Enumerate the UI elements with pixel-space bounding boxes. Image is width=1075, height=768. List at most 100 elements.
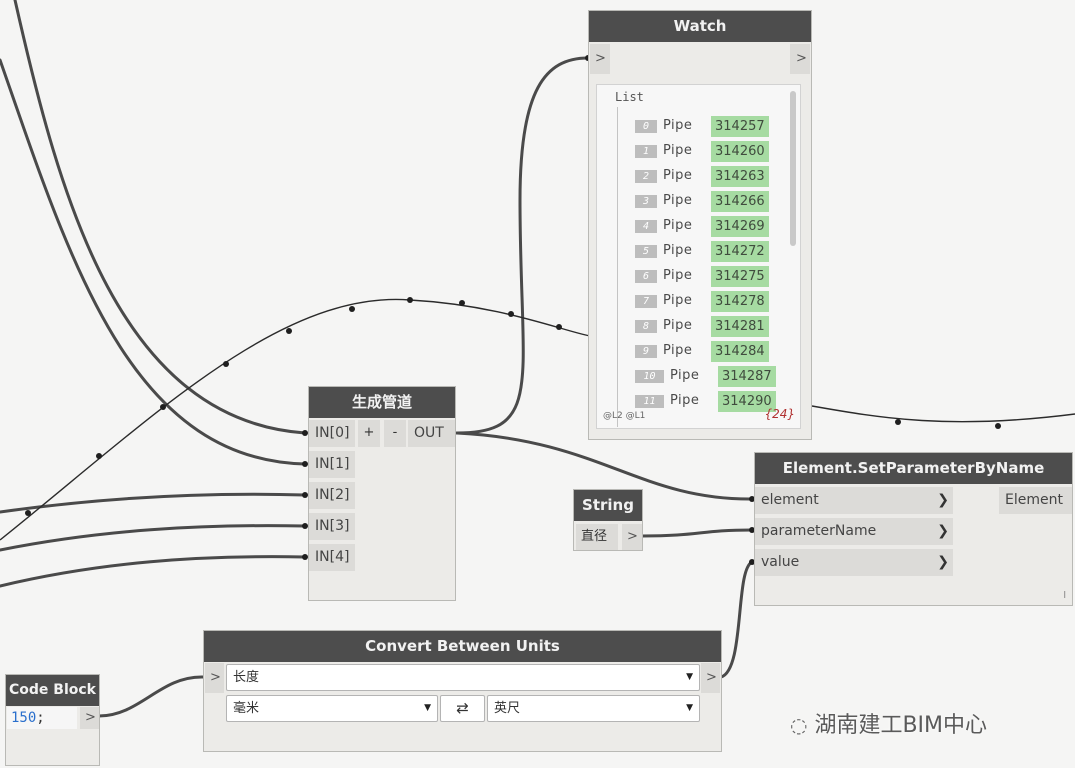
input-port-0[interactable]: IN[0] (309, 420, 355, 447)
watch-list-item: 2 Pipe 314263 (635, 166, 795, 188)
watch-item-index: 4 (635, 220, 657, 233)
input-port-4[interactable]: IN[4] (309, 544, 355, 571)
measure-dropdown[interactable]: 长度 ▼ (226, 664, 700, 691)
watch-item-value: 314290 (718, 391, 776, 412)
wire-in3 (0, 524, 307, 552)
convert-output-port[interactable]: > (701, 663, 720, 693)
wire-in0 (13, 0, 307, 435)
convert-title: Convert Between Units (204, 631, 721, 662)
watch-item-value: 314257 (711, 116, 769, 137)
watch-list-label: List (615, 90, 644, 104)
string-title: String (574, 490, 642, 521)
watch-item-index: 5 (635, 245, 657, 258)
watch-item-value: 314269 (711, 216, 769, 237)
remove-input-button[interactable]: - (384, 420, 406, 447)
generate-pipe-node[interactable]: 生成管道 IN[0] + - OUT IN[1] IN[2] IN[3] IN[… (308, 386, 456, 601)
watch-item-value: 314266 (711, 191, 769, 212)
watch-item-type: Pipe (670, 368, 700, 383)
code-block-node[interactable]: Code Block 150; > (5, 674, 100, 766)
chevron-right-icon: ❯ (937, 523, 949, 539)
output-port-out[interactable]: OUT (408, 420, 455, 447)
wire-code-units (97, 675, 205, 718)
to-unit-dropdown[interactable]: 英尺 ▼ (487, 695, 700, 722)
output-port-element[interactable]: Element (999, 487, 1072, 514)
input-port-parametername[interactable]: parameterName ❯ (755, 518, 953, 545)
input-port-element[interactable]: element ❯ (755, 487, 953, 514)
watch-item-value: 314284 (711, 341, 769, 362)
curve-line (0, 298, 591, 541)
watch-item-index: 10 (635, 370, 664, 383)
add-input-button[interactable]: + (358, 420, 380, 447)
code-block-title: Code Block (6, 675, 99, 706)
watch-item-index: 6 (635, 270, 657, 283)
swap-units-button[interactable]: ⇄ (440, 695, 485, 722)
set-parameter-title: Element.SetParameterByName (755, 453, 1072, 484)
watch-item-value: 314263 (711, 166, 769, 187)
watch-item-type: Pipe (663, 343, 693, 358)
wire-in1 (0, 58, 307, 466)
input-port-1[interactable]: IN[1] (309, 451, 355, 478)
from-unit-dropdown[interactable]: 毫米 ▼ (226, 695, 438, 722)
watch-item-type: Pipe (663, 143, 693, 158)
watch-scrollbar[interactable] (790, 91, 796, 246)
input-port-2[interactable]: IN[2] (309, 482, 355, 509)
input-port-value-label: value (761, 554, 800, 570)
watermark-text: 湖南建工BIM中心 (814, 713, 988, 738)
convert-input-port[interactable]: > (205, 663, 224, 693)
string-value[interactable]: 直径 (576, 524, 618, 550)
chevron-right-icon: ❯ (937, 554, 949, 570)
watch-item-type: Pipe (663, 243, 693, 258)
code-number: 150 (11, 710, 37, 726)
convert-units-node[interactable]: Convert Between Units > > 长度 ▼ 毫米 ▼ ⇄ 英尺… (203, 630, 722, 752)
watch-item-value: 314281 (711, 316, 769, 337)
watch-item-type: Pipe (663, 268, 693, 283)
code-block-output-port[interactable]: > (80, 707, 99, 729)
generate-title: 生成管道 (309, 387, 455, 418)
watch-item-type: Pipe (663, 118, 693, 133)
wire-in4 (0, 555, 307, 588)
input-port-value[interactable]: value ❯ (755, 549, 953, 576)
caret-down-icon: ▼ (686, 703, 693, 713)
watermark: ◌ 湖南建工BIM中心 (790, 707, 987, 739)
wire-in2 (0, 492, 307, 514)
input-port-element-label: element (761, 492, 819, 508)
watch-item-value: 314275 (711, 266, 769, 287)
watch-item-type: Pipe (663, 218, 693, 233)
watch-item-index: 2 (635, 170, 657, 183)
measure-dropdown-value: 长度 (233, 670, 260, 685)
watch-item-index: 11 (635, 395, 664, 408)
caret-down-icon: ▼ (424, 703, 431, 713)
wire-string-param (640, 528, 754, 538)
watch-list-item: 0 Pipe 314257 (635, 116, 795, 138)
watch-title: Watch (589, 11, 811, 42)
watch-item-index: 8 (635, 320, 657, 333)
watch-item-type: Pipe (663, 168, 693, 183)
watch-list-item: 4 Pipe 314269 (635, 216, 795, 238)
watch-item-value: 314260 (711, 141, 769, 162)
watch-input-port[interactable]: > (590, 44, 610, 74)
code-block-editor[interactable]: 150; (7, 707, 77, 729)
watch-item-type: Pipe (663, 193, 693, 208)
from-unit-dropdown-value: 毫米 (233, 701, 260, 716)
set-parameter-node[interactable]: Element.SetParameterByName element ❯ par… (754, 452, 1073, 606)
watch-output-port[interactable]: > (790, 44, 810, 74)
watch-tree-line (617, 107, 618, 427)
watch-item-type: Pipe (670, 393, 700, 408)
wire-out-watch (455, 56, 590, 435)
code-semicolon: ; (36, 710, 45, 726)
string-node[interactable]: String 直径 > (573, 489, 643, 551)
to-unit-dropdown-value: 英尺 (494, 701, 521, 716)
input-port-3[interactable]: IN[3] (309, 513, 355, 540)
string-output-port[interactable]: > (622, 524, 642, 550)
watch-item-index: 3 (635, 195, 657, 208)
input-port-parametername-label: parameterName (761, 523, 877, 539)
watch-list-item: 3 Pipe 314266 (635, 191, 795, 213)
watch-item-index: 9 (635, 345, 657, 358)
watch-levels: @L2 @L1 (603, 411, 646, 421)
watch-item-index: 0 (635, 120, 657, 133)
